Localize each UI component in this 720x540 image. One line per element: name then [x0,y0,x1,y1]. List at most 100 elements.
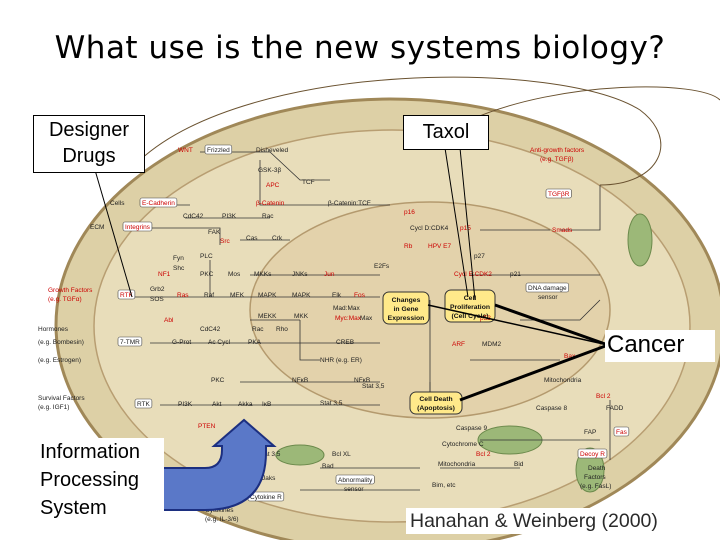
node-survf: Survival Factors [38,395,85,402]
node-label-p16: p16 [404,209,415,216]
gene-expression-line-2: Expression [388,315,425,322]
node-p27: p27 [474,253,485,260]
node-fap: FAP [584,429,596,436]
node-label-casp9: Caspase 9 [456,425,487,432]
citation: Hanahan & Weinberg (2000) [406,508,720,534]
node-box-ecad [139,197,178,208]
node-cytok: Cytokines [205,507,234,514]
node-label-decoy: Decoy R [580,451,605,458]
node-akt: Akt [212,401,222,408]
node-arf: ARF [452,341,465,348]
node-casp9: Caspase 9 [456,425,487,432]
pointer-cancer-3 [427,304,609,346]
node-sos: SOS [150,296,164,303]
gene-expression-box [382,291,430,325]
node-deathfeg: (e.g. FasL) [580,483,611,490]
designer-drugs-callout: Designer Drugs [33,115,145,173]
node-box-tgfbr [545,188,572,199]
node-rtk: RTK [117,289,136,300]
node-label-deathf: Death [588,465,606,472]
node-label-smads: Smads [552,227,573,234]
node-cytc: Cytochrome C [442,441,484,448]
node-stat35b: Stat 3,5 [320,400,343,407]
pointer-taxol-2 [459,147,476,301]
node-label-tcf: TCF [302,179,315,186]
node-bcat: β-Catenin [256,200,285,207]
node-bcl2b: Bcl 2 [476,451,491,458]
node-label-tmr: 7-TMR [120,339,140,346]
node-p16: p16 [404,209,415,216]
node-cdc42b: CdC42 [200,326,221,333]
node-mdm2: MDM2 [482,341,502,348]
node-label-grb2: Grb2 [150,286,165,293]
node-rho: Rho [276,326,288,333]
node-label-nhr: NHR (e.g. ER) [320,357,362,364]
node-label-mapkb: MAPK [292,292,311,299]
node-apc: APC [266,182,280,189]
taxol-label: Taxol [422,121,470,143]
node-bad: Bad [322,463,334,470]
node-label-ecm: ECM [90,224,104,231]
node-label-mos: Mos [228,271,241,278]
node-deathf2: Factors [584,474,606,481]
node-ecad: E-Cadherin [139,197,178,208]
node-src: Src [220,238,231,245]
node-label-tgfbr: TGFβR [548,191,570,198]
node-rb: Rb [404,243,413,250]
node-gprot: G-Prot [172,339,191,346]
node-pkca: PKC [200,271,214,278]
node-label-fos: Fos [354,292,366,299]
node-label-rtkb: RTK [137,401,151,408]
node-mkk: MKK [294,313,309,320]
node-tcf: TCF [302,179,315,186]
node-ikkb: Akka [238,401,253,408]
cancer-callout: Cancer [605,330,715,362]
pointer-cancer-2 [459,343,609,402]
node-label-antigfeg: (e.g. TGFβ) [540,156,574,163]
node-tmr: 7-TMR [117,336,143,347]
cancer-label: Cancer [607,331,685,358]
node-cdc42a: CdC42 [183,213,204,220]
node-label-ikkb: Akka [238,401,253,408]
node-e2fs: E2Fs [374,263,390,270]
designer-drugs-label: Designer Drugs [48,119,130,167]
node-label-nfkba: NFκB [292,377,308,384]
node-ecm: ECM [90,224,104,231]
node-plc: PLC [200,253,213,260]
node-label-abnsens: sensor [344,486,364,493]
node-label-wnt: WNT [178,147,193,154]
node-mito: Mitochondria [544,377,582,384]
node-nf1: NF1 [158,271,171,278]
node-label-gprot: G-Prot [172,339,191,346]
node-label-cytokeg: (e.g. IL-3/6) [205,516,239,523]
node-stat35c: Stat 3,5 [258,451,281,458]
node-p21: p21 [510,271,521,278]
node-label-mkks: MKKs [254,271,272,278]
node-nfkba: NFκB [292,377,308,384]
node-label-mkk: MKK [294,313,309,320]
node-label-mitob: Mitochondria [438,461,476,468]
node-label-elk: Elk [332,292,342,299]
node-label-bax: Bax [564,353,576,360]
pointer-designer-drugs [94,169,133,298]
node-mitob: Mitochondria [438,461,476,468]
node-deathf: Death [588,465,606,472]
node-label-dnas: sensor [538,294,558,301]
node-label-nfkbb: NFκB [354,377,370,384]
node-stat35a: Stat 3,5 [362,383,385,390]
cell-proliferation-line-1: Proliferation [450,304,490,311]
node-label-src: Src [220,238,231,245]
node-label-pi3ka: PI3K [222,213,237,220]
node-label-hpv: HPV E7 [428,243,452,250]
node-label-mito: Mitochondria [544,377,582,384]
node-bim: Bim, etc [432,482,456,489]
node-integrins: Integrins [122,221,153,232]
node-label-cytor: Cytokine R [250,494,282,501]
node-casp8: Caspase 8 [536,405,567,412]
node-cycld: Cycl D:CDK4 [410,225,449,232]
node-gf: Growth Factors [48,287,93,294]
node-cas: Cas [246,235,258,242]
node-label-cells: Cells [110,200,125,207]
node-label-creb: CREB [336,339,354,346]
